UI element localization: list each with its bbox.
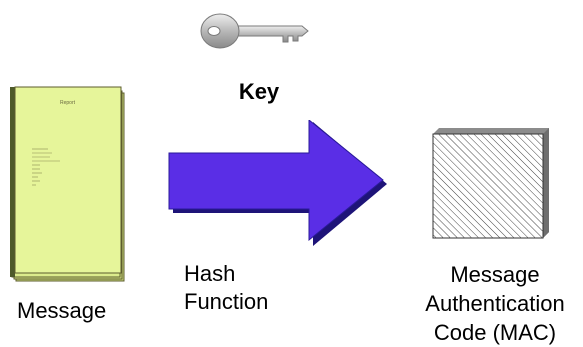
hash-label-line: Hash [184,261,236,286]
mac-label-line: Code (MAC) [433,320,557,345]
mac-label-line: Authentication [425,291,565,316]
report-title: Report [60,100,76,106]
hash-label-line: Function [184,289,269,314]
arrow-right-icon [168,120,387,246]
mac-label: Message Authentication Code (MAC) [410,260,580,347]
report-text-lines [32,148,60,186]
report-document-icon [10,85,130,285]
mac-label-line: Message [450,262,540,287]
hatched-block-icon [432,128,549,239]
hash-function-label: Hash Function [184,260,304,316]
key-label: Key [238,79,280,104]
key-icon [200,13,309,49]
message-label: Message [17,298,107,323]
